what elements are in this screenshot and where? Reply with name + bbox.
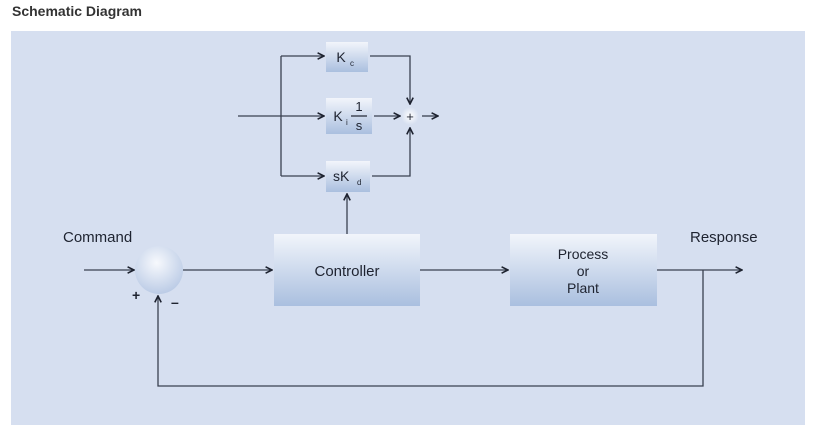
response-label: Response	[690, 229, 758, 246]
process-block: Process or Plant	[510, 234, 657, 306]
page-title: Schematic Diagram	[12, 3, 142, 19]
pid-summing-junction	[401, 107, 419, 125]
process-label-line3: Plant	[567, 280, 599, 296]
summing-junction	[135, 246, 183, 294]
controller-label: Controller	[314, 263, 379, 280]
process-label-line2: or	[577, 263, 590, 279]
controller-block: Controller	[274, 234, 420, 306]
ki-subscript: i	[346, 118, 348, 127]
command-label: Command	[63, 229, 132, 246]
kc-block: K c	[326, 42, 368, 72]
process-label-line1: Process	[558, 246, 609, 262]
kd-block: sK d	[326, 161, 370, 192]
kc-label: K	[336, 49, 346, 65]
ki-block: K i 1 s	[326, 98, 372, 134]
feedback-line	[158, 270, 704, 387]
minus-sign: –	[171, 294, 179, 310]
ki-numerator: 1	[355, 99, 362, 114]
kd-label: sK	[333, 168, 350, 184]
kd-subscript: d	[357, 178, 361, 187]
kc-output-line	[370, 55, 410, 104]
kc-subscript: c	[350, 59, 354, 68]
ki-label: K	[333, 108, 343, 124]
plus-sign: +	[132, 287, 140, 303]
pid-sum-plus: +	[406, 109, 414, 124]
ki-denominator: s	[356, 118, 363, 133]
diagram-panel	[11, 31, 805, 425]
kd-output-line	[372, 128, 410, 177]
